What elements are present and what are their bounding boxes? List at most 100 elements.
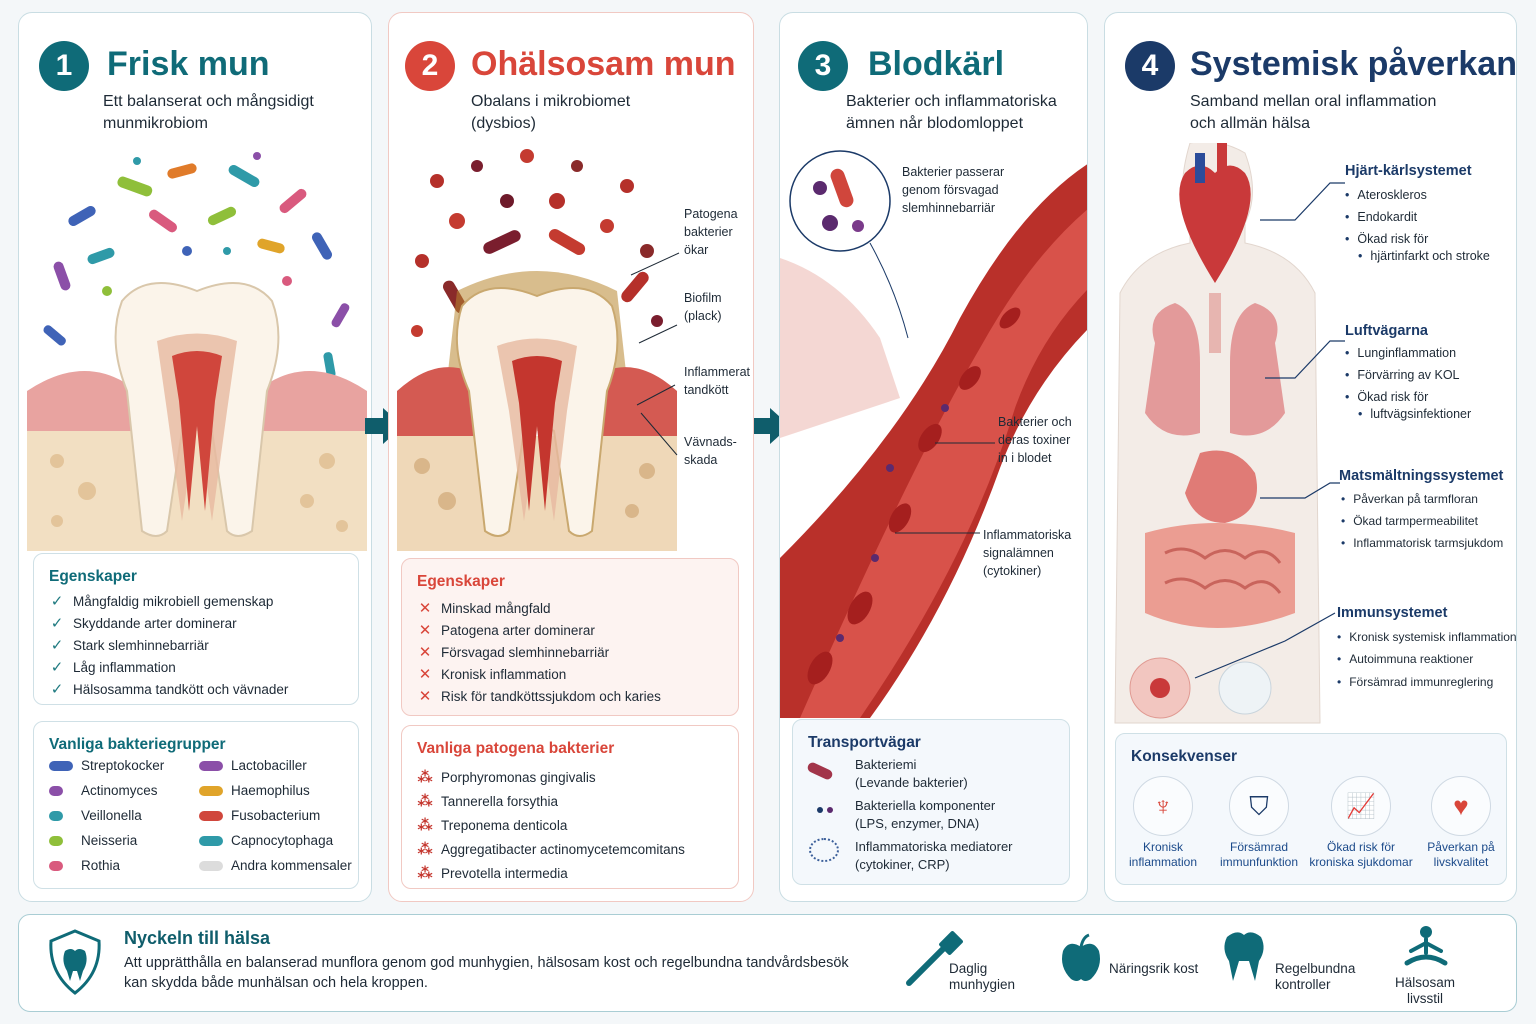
transport-item: Bakteriella komponenter (LPS, enzymer, D… — [855, 798, 996, 831]
healthy-tooth-illustration — [27, 152, 367, 551]
bacteria-group-item: Neisseria — [49, 833, 137, 848]
check-icon: ✓ — [50, 681, 64, 698]
blood-vessel-illustration — [780, 150, 1087, 718]
bacteria-cluster-icon: ⁂ — [417, 865, 433, 882]
consequence-item: 📈 Ökad risk för kroniska sjukdomar — [1306, 776, 1416, 870]
check-icon: ✓ — [50, 659, 64, 676]
mediators-icon — [809, 838, 839, 862]
callout-lines — [895, 442, 995, 534]
check-icon: ✓ — [50, 637, 64, 654]
apple-icon — [1062, 933, 1100, 981]
other-commensals-icon — [199, 860, 223, 871]
mucosa-tissue — [780, 258, 900, 438]
bacteria-group-item: Veillonella — [49, 808, 142, 823]
property-item: ✓Hälsosamma tandkött och vävnader — [50, 681, 289, 698]
panel-subtitle: Obalans i mikrobiomet (dysbios) — [471, 91, 630, 135]
system-title-respiratory: Luftvägarna — [1345, 323, 1428, 339]
bacteria-cluster-icon: ⁂ — [417, 817, 433, 834]
neisseria-icon — [49, 835, 63, 846]
haemophilus-icon — [199, 785, 223, 796]
panel-title: Frisk mun — [107, 45, 270, 83]
toothbrush-icon — [906, 931, 963, 986]
bacteria-cluster-icon: ⁂ — [417, 841, 433, 858]
property-item: ✓Mångfaldig mikrobiell gemenskap — [50, 593, 274, 610]
bacteria-group-item: Andra kommensaler — [199, 858, 352, 873]
system-item: Ökad risk för — [1345, 390, 1428, 404]
property-item: ✕Kronisk inflammation — [418, 666, 567, 683]
heart-plus-icon: ♥ — [1431, 776, 1491, 836]
consequence-item: ♥ Påverkan på livskvalitet — [1406, 776, 1516, 870]
bottom-title: Nyckeln till hälsa — [124, 928, 271, 948]
diverse-bacteria-cloud — [43, 152, 350, 425]
system-item: Lunginflammation — [1345, 346, 1456, 360]
panel-title: Blodkärl — [868, 45, 1005, 83]
property-item: ✕Minskad mångfald — [418, 600, 551, 617]
key-to-health-bar: Nyckeln till hälsa Att upprätthålla en b… — [18, 914, 1517, 1012]
veillonella-icon — [49, 810, 63, 821]
label-inflamed-gum: Inflammerat tandkött — [684, 365, 750, 397]
panel-blood-vessel: 3 Blodkärl Bakterier och inflammatoriska… — [779, 12, 1088, 902]
subtitle-line: Ett balanserat och mångsidigt — [103, 93, 314, 110]
panel-title: Ohälsosam mun — [471, 45, 736, 83]
pathogen-item: ⁂Treponema denticola — [417, 817, 568, 834]
system-title-cardiovascular: Hjärt-kärlsystemet — [1345, 163, 1472, 179]
system-item: Ökad risk för — [1345, 232, 1428, 246]
cross-icon: ✕ — [418, 688, 432, 705]
panel-systemic-impact: 4 Systemisk påverkan Samband mellan oral… — [1104, 12, 1517, 902]
step-number-4: 4 — [1125, 41, 1175, 91]
property-item: ✓Skyddande arter dominerar — [50, 615, 237, 632]
system-item: Inflammatorisk tarmsjukdom — [1341, 536, 1503, 550]
system-item: Autoimmuna reaktioner — [1337, 652, 1473, 666]
tooth-shield-icon — [49, 929, 101, 995]
step-number-1: 1 — [39, 41, 89, 91]
cross-icon: ✕ — [418, 644, 432, 661]
unhealthy-tooth-illustration — [397, 149, 677, 551]
bacteria-group-item: Streptokocker — [49, 758, 164, 773]
bacteria-group-item: Actinomyces — [49, 783, 158, 798]
subtitle-line: och allmän hälsa — [1190, 115, 1311, 132]
properties-card: Egenskaper ✕Minskad mångfald ✕Patogena a… — [401, 558, 739, 716]
system-item-continued: luftvägsinfektioner — [1358, 407, 1471, 421]
bacteria-group-item: Rothia — [49, 858, 120, 873]
system-item: Endokardit — [1345, 210, 1417, 224]
meditation-icon — [1404, 926, 1448, 966]
system-item: Försämrad immunreglering — [1337, 675, 1493, 689]
subtitle-line: Obalans i mikrobiomet — [471, 93, 631, 110]
cross-icon: ✕ — [418, 666, 432, 683]
bacteria-icon — [806, 760, 837, 784]
pathogen-item: ⁂Aggregatibacter actinomycetemcomitans — [417, 841, 685, 858]
panel-subtitle: Bakterier och inflammatoriska ämnen når … — [846, 91, 1057, 135]
inflamed-gum-and-bone — [397, 367, 677, 551]
panel-unhealthy-mouth: 2 Ohälsosam mun Obalans i mikrobiomet (d… — [388, 12, 754, 902]
system-callout-lines — [1194, 182, 1345, 679]
callout-lines — [630, 252, 680, 456]
system-item: Förvärring av KOL — [1345, 368, 1459, 382]
check-icon: ✓ — [50, 593, 64, 610]
transport-item: Inflammatoriska mediatorer (cytokiner, C… — [855, 839, 1013, 872]
property-item: ✕Försvagad slemhinnebarriär — [418, 644, 610, 661]
transport-card: Transportvägar Bakteriemi (Levande bakte… — [792, 719, 1070, 885]
step-number-3: 3 — [798, 41, 848, 91]
inflammation-icon: ♆ — [1133, 776, 1193, 836]
heart — [1179, 143, 1251, 283]
arrow-right-icon — [365, 408, 403, 444]
bacteria-group-item: Haemophilus — [199, 783, 310, 798]
arrow-right-icon — [752, 408, 790, 444]
cross-icon: ✕ — [418, 622, 432, 639]
panel-title: Systemisk påverkan — [1190, 45, 1517, 83]
cross-icon: ✕ — [418, 600, 432, 617]
system-item-continued: hjärtinfarkt och stroke — [1358, 249, 1490, 263]
tooth-icon — [1224, 932, 1264, 981]
property-item: ✕Patogena arter dominerar — [418, 622, 595, 639]
vessel-lumen — [800, 209, 1087, 718]
subtitle-line: munmikrobiom — [103, 115, 208, 132]
immune-cells — [1129, 657, 1272, 719]
property-item: ✓Låg inflammation — [50, 659, 176, 676]
bacteria-cluster-icon: ⁂ — [417, 769, 433, 786]
check-icon: ✓ — [50, 615, 64, 632]
bottom-text: Att upprätthålla en balanserad munflora … — [124, 955, 849, 991]
subtitle-line: (dysbios) — [471, 115, 536, 132]
system-item: Ateroskleros — [1345, 188, 1426, 202]
panel-healthy-mouth: 1 Frisk mun Ett balanserat och mångsidig… — [18, 12, 372, 902]
system-title-digestive: Matsmältningssystemet — [1339, 468, 1504, 484]
